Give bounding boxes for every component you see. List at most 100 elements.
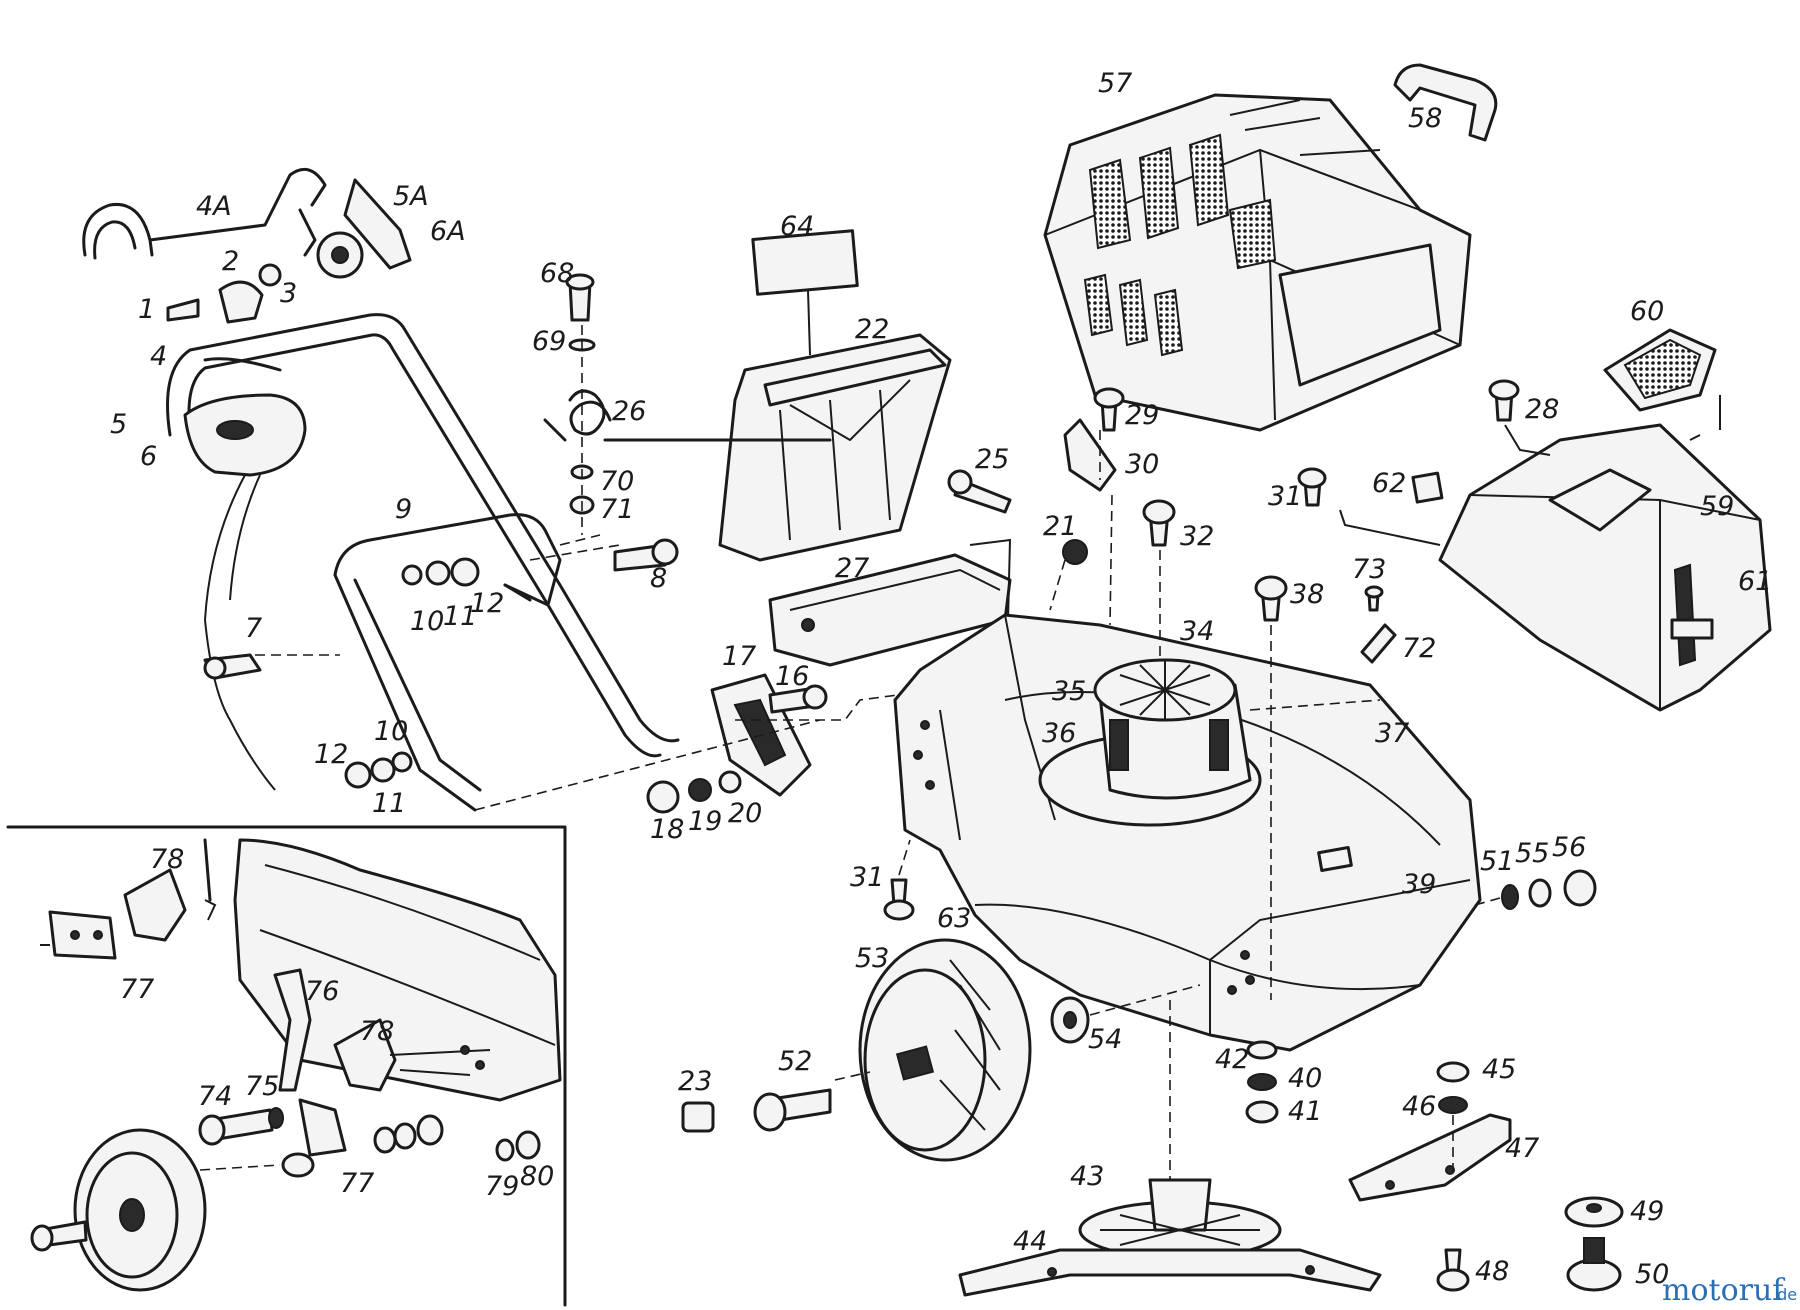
- label-28: 28: [1525, 394, 1559, 425]
- label-42: 42: [1215, 1044, 1249, 1075]
- label-35: 35: [1052, 676, 1086, 707]
- part-56-nut: [1563, 869, 1597, 907]
- part-1-screw: [166, 298, 200, 322]
- part-11-washer: [425, 560, 451, 586]
- label-10-bottom: 10: [374, 716, 408, 747]
- label-37: 37: [1375, 718, 1409, 749]
- label-19: 19: [688, 806, 722, 837]
- label-75: 75: [245, 1071, 279, 1102]
- label-29: 29: [1125, 400, 1159, 431]
- label-25: 25: [975, 444, 1009, 475]
- label-78-upper: 78: [150, 844, 184, 875]
- watermark: motoruf .de: [1662, 1273, 1797, 1308]
- label-46: 46: [1402, 1091, 1436, 1122]
- part-63-deck: [893, 613, 1482, 1052]
- part-62-label: [1411, 471, 1444, 504]
- label-32: 32: [1180, 521, 1214, 552]
- part-40-washer: [1247, 1073, 1277, 1091]
- inset-frame: [6, 825, 567, 1307]
- part-9-lower-handle: [333, 513, 562, 607]
- label-71: 71: [600, 494, 634, 525]
- label-58: 58: [1408, 103, 1442, 134]
- part-64-label: [751, 229, 859, 296]
- inset-part-78-lower: [333, 1018, 397, 1092]
- part-51-washer: [1501, 884, 1519, 910]
- inset-part-77-upper: [48, 910, 117, 960]
- label-64: 64: [780, 211, 814, 242]
- label-60: 60: [1630, 296, 1664, 327]
- label-7: 7: [245, 613, 262, 644]
- part-21-nut: [1062, 539, 1088, 565]
- label-10-top: 10: [410, 606, 444, 637]
- label-2: 2: [222, 246, 239, 277]
- inset-part-80: [515, 1130, 541, 1160]
- part-39-label: [1317, 846, 1353, 872]
- label-31-upper: 31: [1268, 481, 1302, 512]
- part-42-washer: [1246, 1040, 1278, 1060]
- part-20-nut: [718, 770, 742, 794]
- part-4-upper-handle: [166, 313, 680, 743]
- label-8: 8: [650, 563, 667, 594]
- inset-part-75-washer: [268, 1107, 284, 1129]
- label-6: 6: [140, 441, 157, 472]
- label-22: 22: [855, 314, 889, 345]
- grass-flap-assembly: [543, 229, 1012, 667]
- label-49: 49: [1630, 1196, 1664, 1227]
- label-80: 80: [520, 1161, 554, 1192]
- part-59-motor-cover: [1438, 423, 1772, 712]
- part-50-nut: [1566, 1258, 1622, 1292]
- label-72: 72: [1402, 633, 1436, 664]
- label-54: 54: [1088, 1024, 1122, 1055]
- label-38: 38: [1290, 579, 1324, 610]
- label-56: 56: [1552, 832, 1586, 863]
- label-78-lower: 78: [360, 1016, 394, 1047]
- part-30-clip: [1063, 418, 1117, 492]
- label-41: 41: [1288, 1096, 1322, 1127]
- label-55: 55: [1515, 838, 1549, 869]
- label-36: 36: [1042, 718, 1076, 749]
- label-34: 34: [1180, 616, 1214, 647]
- label-11-top: 11: [443, 601, 477, 632]
- label-23: 23: [678, 1066, 712, 1097]
- inset-deck: [233, 838, 562, 1102]
- label-20: 20: [728, 798, 762, 829]
- label-6a: 6A: [430, 216, 466, 247]
- part-45-washer: [1436, 1061, 1470, 1083]
- part-12-nut: [450, 557, 480, 587]
- label-4a: 4A: [196, 191, 232, 222]
- part-3-nut: [258, 263, 282, 287]
- part-10-washer: [401, 564, 423, 586]
- handle-assembly: [82, 167, 936, 814]
- mower-deck: [883, 387, 1597, 1052]
- label-3: 3: [280, 278, 297, 309]
- wheel-blade-assembly: [681, 938, 1624, 1297]
- label-40: 40: [1288, 1063, 1322, 1094]
- label-74: 74: [198, 1081, 232, 1112]
- label-9: 9: [395, 494, 412, 525]
- label-44: 44: [1013, 1226, 1047, 1257]
- label-1: 1: [138, 294, 155, 325]
- part-12-nut-lower: [344, 761, 372, 789]
- grass-box-assembly: [1043, 63, 1772, 712]
- part-55-washer: [1528, 878, 1552, 908]
- label-51: 51: [1480, 846, 1514, 877]
- label-43: 43: [1070, 1161, 1104, 1192]
- label-16: 16: [775, 661, 809, 692]
- label-79: 79: [485, 1171, 519, 1202]
- label-59: 59: [1700, 491, 1734, 522]
- label-61: 61: [1738, 566, 1772, 597]
- callout-labels: 1 2 3 4 4A 5 5A 6 6A 7 8 9 10 11 12 10 1…: [110, 68, 1772, 1290]
- label-39: 39: [1402, 869, 1436, 900]
- label-17: 17: [722, 641, 756, 672]
- part-44-blade: [958, 1248, 1382, 1297]
- part-72-clip: [1360, 623, 1397, 664]
- detail-inset: [6, 825, 567, 1307]
- part-41-nut: [1245, 1100, 1279, 1124]
- label-50: 50: [1635, 1259, 1669, 1290]
- label-12-bottom: 12: [314, 739, 348, 770]
- watermark-tld: .de: [1772, 1285, 1797, 1304]
- label-5a: 5A: [393, 181, 429, 212]
- part-5a-bracket: [343, 178, 412, 270]
- inset-part-79: [495, 1138, 515, 1162]
